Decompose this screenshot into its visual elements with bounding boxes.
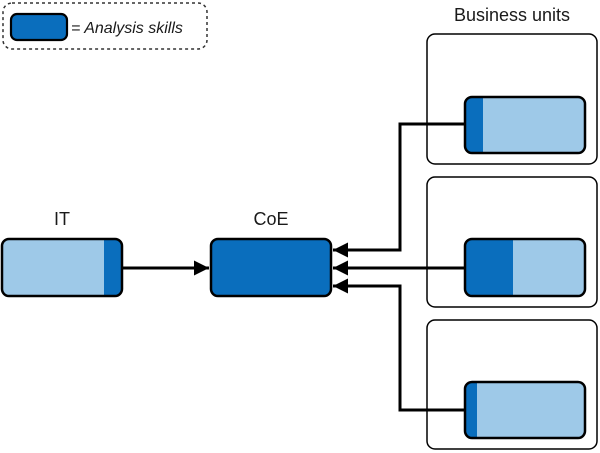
skill-box-border: [463, 95, 587, 155]
skill-level-fill: [211, 239, 331, 296]
skill-box-base: [465, 382, 585, 438]
business-unit-1-skill-box: [463, 95, 587, 155]
legend: = Analysis skills: [2, 2, 208, 50]
business-units-title: Business units: [454, 5, 570, 25]
skill-level-fill: [465, 239, 513, 296]
skill-level-fill: [465, 382, 477, 438]
skill-level-fill: [465, 97, 483, 153]
skill-box-border: [463, 237, 587, 298]
business-unit-frame-1: [426, 33, 598, 165]
connectors: [122, 122, 465, 412]
skill-box-base: [2, 239, 122, 296]
business-unit-frame-3: [426, 319, 598, 450]
skill-level-fill: [104, 239, 122, 296]
it-skill-box: [0, 237, 124, 298]
coe-label: CoE: [253, 209, 288, 229]
business-unit-2-skill-box: [463, 237, 587, 298]
legend-text: = Analysis skills: [71, 20, 183, 37]
skill-box-border: [463, 380, 587, 440]
skill-box-border: [0, 237, 124, 298]
business-unit-3-skill-box: [463, 380, 587, 440]
business-unit-frame-2: [426, 176, 598, 308]
arrow-bu1-to-coe: [333, 122, 465, 258]
legend-swatch: [9, 12, 69, 42]
arrow-bu3-to-coe: [333, 278, 465, 412]
legend-frame: [2, 2, 208, 50]
it-label: IT: [54, 209, 70, 229]
skill-box-border: [209, 237, 333, 298]
coe-skill-box: [209, 237, 333, 298]
skill-box-base: [465, 97, 585, 153]
